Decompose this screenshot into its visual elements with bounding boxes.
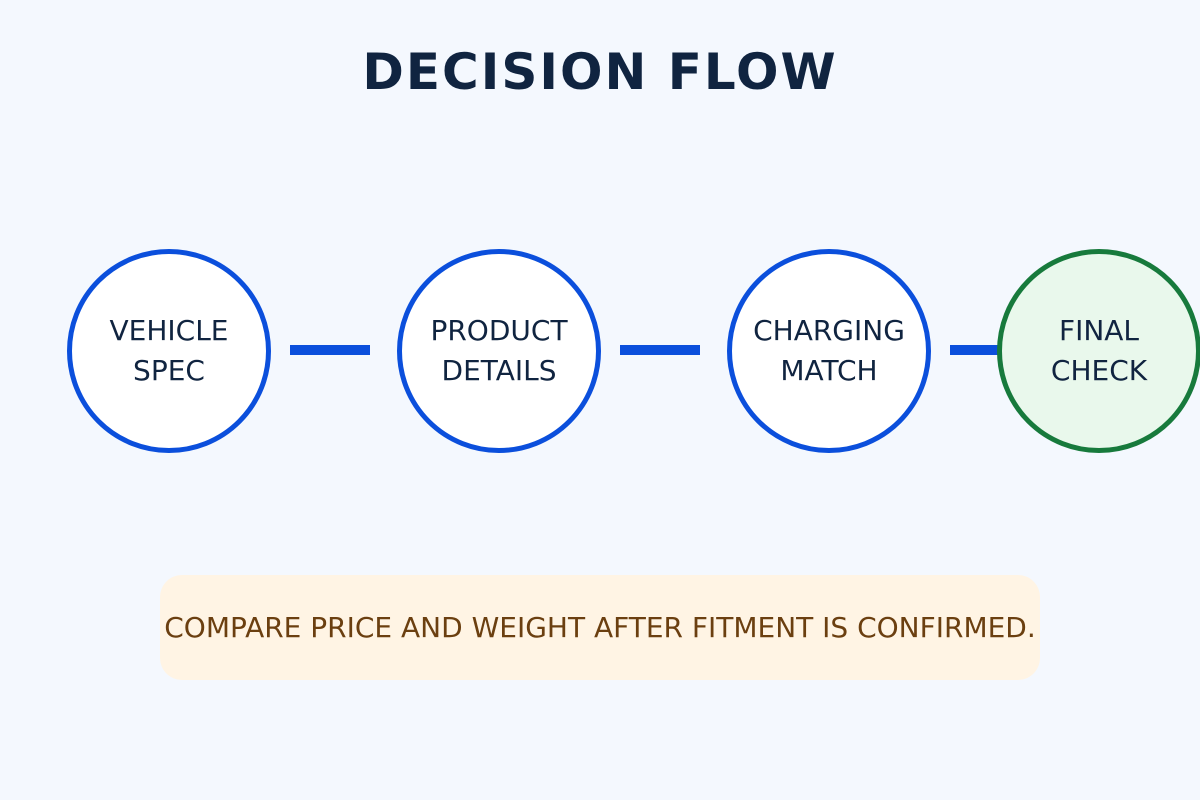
step-label-line: CHECK — [1050, 354, 1148, 387]
step-label-line: VEHICLE — [109, 314, 229, 347]
step-label-line: FINAL — [1058, 314, 1140, 347]
step-label-line: DETAILS — [441, 354, 557, 387]
step-label-line: CHARGING — [753, 314, 905, 347]
connector-3-4 — [950, 345, 1004, 355]
connector-1-2 — [290, 345, 370, 355]
step-node-vehicle-spec: VEHICLE SPEC — [67, 249, 271, 453]
step-node-charging-match: CHARGING MATCH — [727, 249, 931, 453]
page-title: DECISION FLOW — [362, 43, 838, 101]
note-box — [160, 575, 1040, 680]
connector-2-3 — [620, 345, 700, 355]
note-text: COMPARE PRICE AND WEIGHT AFTER FITMENT I… — [164, 611, 1036, 644]
step-label-line: SPEC — [133, 354, 205, 387]
step-node-final-check: FINAL CHECK — [997, 249, 1200, 453]
step-label-line: MATCH — [780, 354, 878, 387]
step-node-product-details: PRODUCT DETAILS — [397, 249, 601, 453]
step-label-line: PRODUCT — [430, 314, 568, 347]
